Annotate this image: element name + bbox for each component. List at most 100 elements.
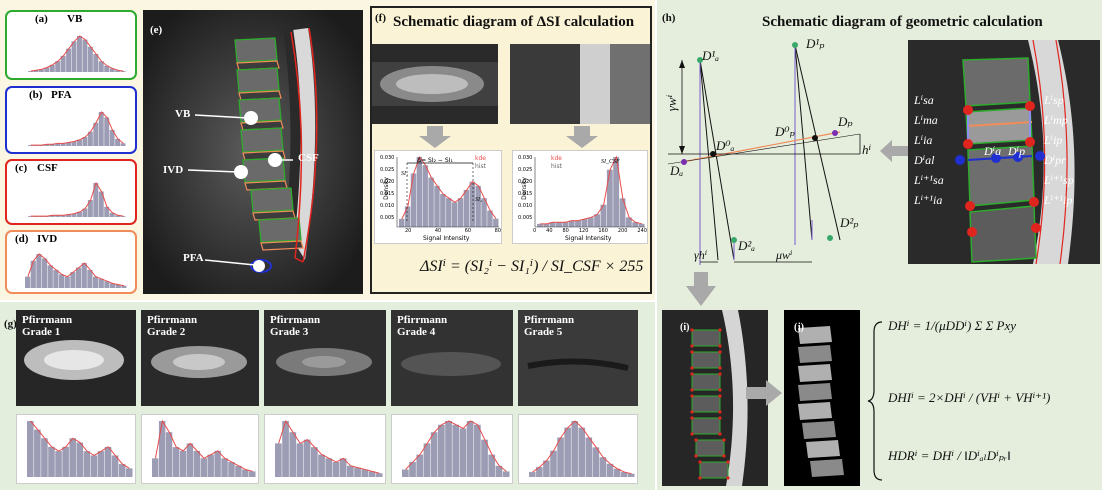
mri-sagittal-drawing xyxy=(143,10,363,294)
segmented-vertebra xyxy=(691,417,721,435)
kde-curve xyxy=(401,155,497,220)
histogram-bar xyxy=(275,443,282,477)
mri-sagittal-image: (e) VB IVD CSF PFA xyxy=(143,10,363,294)
landmark-dot xyxy=(718,372,722,376)
histogram-bar xyxy=(446,198,452,227)
histogram-bar xyxy=(556,222,562,227)
histogram-bar xyxy=(104,281,110,288)
landmark-dot xyxy=(718,432,722,436)
histogram-bar xyxy=(620,472,628,477)
landmark-dot xyxy=(694,438,698,442)
delta-si-histogram: Density Signal Intensity Δ= SI₂ − SI₁ SI… xyxy=(374,150,502,244)
histogram-bar xyxy=(228,462,235,477)
histogram-bar xyxy=(495,465,503,477)
panel-e-label: (e) xyxy=(150,24,163,36)
kde-curve xyxy=(405,420,507,472)
histogram-bar xyxy=(581,219,588,227)
kde-curve xyxy=(532,420,632,475)
histogram-bar xyxy=(60,143,66,146)
histogram-bar xyxy=(613,157,620,227)
landmark-dot xyxy=(698,476,702,480)
measure-h: hⁱ xyxy=(862,142,872,157)
disc-outline xyxy=(260,240,304,251)
kde-curve xyxy=(540,155,642,225)
histogram-bar xyxy=(409,462,416,477)
mask-segment xyxy=(798,383,832,401)
landmark-dot xyxy=(722,454,726,458)
histogram-bar xyxy=(55,143,61,146)
histogram-bar xyxy=(375,473,383,477)
vertebra-outline xyxy=(236,67,280,93)
measure-mu-w: μwⁱ xyxy=(776,248,793,262)
segmented-vertebra xyxy=(695,439,725,457)
histogram-bar xyxy=(457,198,464,227)
histogram-bar xyxy=(445,421,452,477)
point-d1a: D¹ₐ xyxy=(702,48,720,63)
geometric-schematic xyxy=(667,42,861,265)
histogram-bar xyxy=(44,144,50,146)
segmented-vertebra xyxy=(691,351,721,369)
histogram-bar xyxy=(585,437,593,477)
histogram-bar xyxy=(77,211,82,217)
histogram-bar xyxy=(28,216,33,217)
histogram-bar xyxy=(625,217,632,227)
kde-curve xyxy=(30,181,124,217)
vertebra-outline xyxy=(250,187,294,213)
histogram-bar xyxy=(41,438,48,477)
histogram-bar xyxy=(410,173,417,227)
landmark-dot xyxy=(718,366,722,370)
histogram-bar xyxy=(104,206,110,217)
histogram-bar xyxy=(562,222,569,227)
histogram-bar xyxy=(416,157,423,227)
histogram-bar xyxy=(493,218,499,227)
histogram-bar xyxy=(104,117,110,146)
histogram-bar xyxy=(98,278,104,288)
histogram-bar xyxy=(109,68,115,72)
disc-image-f2 xyxy=(510,44,650,124)
annotation-pfa: PFA xyxy=(183,252,204,264)
histogram-bar xyxy=(82,39,88,72)
histogram-bar xyxy=(568,220,575,227)
measure-gamma-h: γhⁱ xyxy=(694,248,708,262)
kde-curve xyxy=(30,35,124,72)
hist1-bars xyxy=(399,155,499,227)
landmark-dot xyxy=(690,388,694,392)
histogram-bar xyxy=(557,437,564,477)
histogram-bar xyxy=(459,428,467,477)
histogram-bar xyxy=(632,222,639,227)
panel-a-name: VB xyxy=(67,13,83,25)
histogram-bar xyxy=(430,432,438,477)
histogram-bar xyxy=(599,457,607,477)
histogram-bar xyxy=(120,143,126,146)
histogram-bar xyxy=(200,458,207,477)
panel-f-title: Schematic diagram of ΔSI calculation xyxy=(393,14,635,30)
histogram-pfa xyxy=(28,111,126,146)
histogram-bar xyxy=(399,218,405,227)
vertebra-label-dp: Dⁱp xyxy=(1008,144,1026,158)
histogram-bar xyxy=(594,214,601,227)
histogram-bar xyxy=(81,263,87,288)
landmark-dot xyxy=(690,416,694,420)
formula-dhi: DHIⁱ = 2×DHⁱ / (VHⁱ + VHⁱ⁺¹) xyxy=(888,390,1051,405)
csf-histogram: Density Signal Intensity kde hist SI_CSF… xyxy=(512,150,648,244)
landmark-dot xyxy=(718,410,722,414)
histogram-bar xyxy=(28,145,33,146)
histogram-bar xyxy=(158,421,166,477)
panel-b-name: PFA xyxy=(51,89,72,101)
histogram-bar xyxy=(592,447,600,477)
mask-segment xyxy=(798,345,832,363)
histogram-vb xyxy=(28,35,126,72)
formula-dh: DHⁱ = 1/(μDDⁱ) Σ Σ Pxy xyxy=(888,318,1017,333)
landmark-dot xyxy=(718,394,722,398)
vertebra-outline xyxy=(234,37,278,63)
panel-h-label: (h) xyxy=(662,12,676,24)
grade5-histogram xyxy=(518,414,638,484)
landmark-dot xyxy=(690,372,694,376)
point-d1p: D¹ₚ xyxy=(806,36,825,51)
histogram-bar xyxy=(71,213,77,217)
